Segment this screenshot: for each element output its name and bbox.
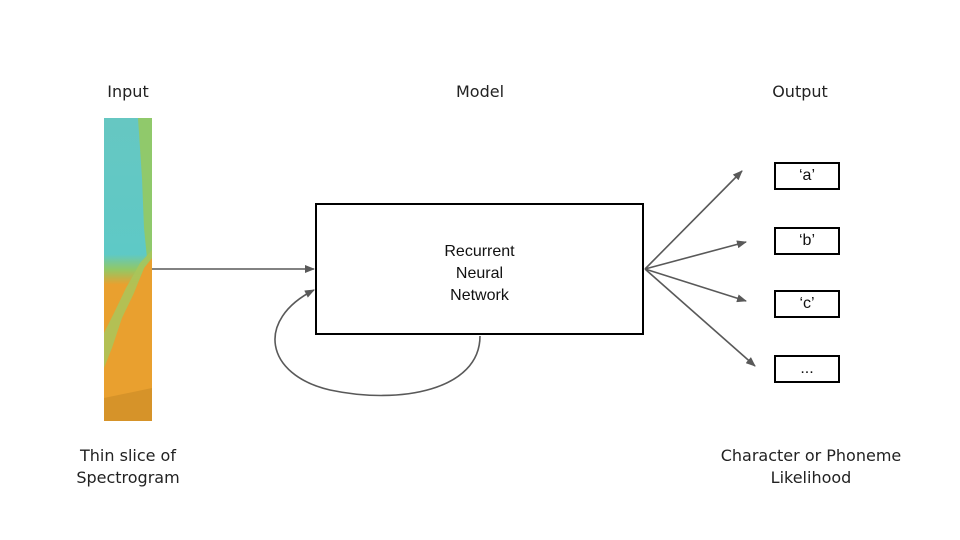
model-heading: Model: [455, 82, 505, 101]
rnn-model-label: Recurrent Neural Network: [317, 241, 642, 307]
input-caption-line-1: Thin slice of: [80, 446, 176, 465]
output-heading: Output: [772, 82, 828, 101]
model-label-line-2: Neural: [455, 265, 504, 282]
output-caption: Character or Phoneme Likelihood: [700, 445, 922, 489]
output-caption-line-1: Character or Phoneme: [720, 446, 902, 465]
input-heading: Input: [107, 82, 149, 101]
output-arrow-more: [644, 268, 756, 367]
rnn-model-box: Recurrent Neural Network: [315, 203, 644, 335]
recurrent-loop-arrow: [274, 289, 481, 397]
input-caption: Thin slice of Spectrogram: [48, 445, 208, 489]
spectrogram-slice-image: [104, 118, 152, 421]
output-box-c: ‘c’: [774, 290, 840, 318]
output-box-more: ...: [774, 355, 840, 383]
output-box-b: ‘b’: [774, 227, 840, 255]
output-box-a: ‘a’: [774, 162, 840, 190]
model-label-line-1: Recurrent: [444, 243, 515, 260]
output-arrow-c: [644, 268, 747, 303]
model-label-line-3: Network: [450, 287, 509, 304]
output-arrow-a: [644, 170, 743, 270]
input-caption-line-2: Spectrogram: [76, 468, 180, 487]
output-arrow-b: [644, 240, 747, 270]
output-caption-line-2: Likelihood: [770, 468, 852, 487]
